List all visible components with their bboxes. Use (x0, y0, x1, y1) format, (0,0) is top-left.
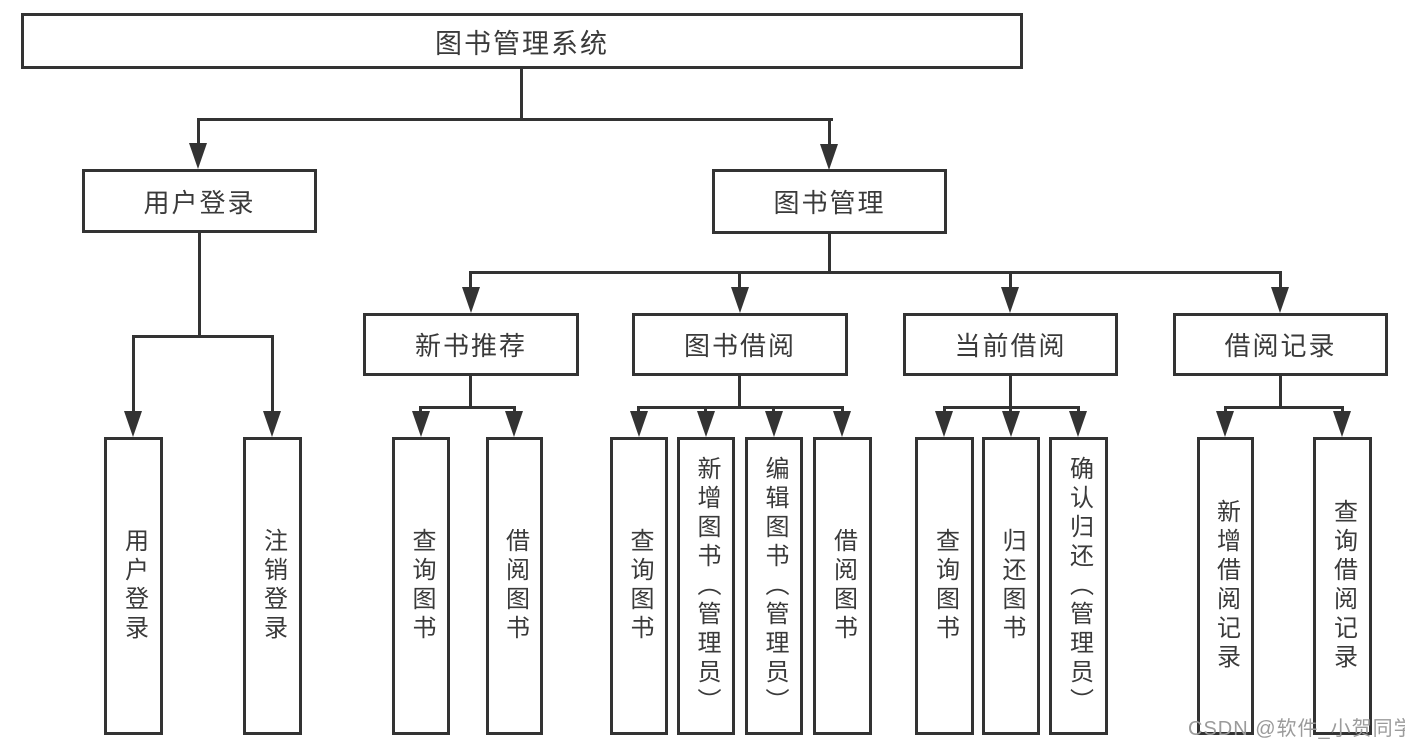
arrowhead-borrowing-records (1271, 287, 1289, 313)
arrowhead-current-borrowing (1001, 287, 1019, 313)
connector-current-borrowing-stem (1009, 375, 1012, 409)
arrowhead-query-books-borrowing (630, 411, 648, 437)
leaf-add-borrow-record-label: 新增借阅记录 (1212, 499, 1240, 673)
arrowhead-borrow-books-recommend (505, 411, 523, 437)
connector-new-book-rail (419, 406, 516, 409)
connector-drop-current-borrowing (1009, 271, 1012, 289)
node-root-label: 图书管理系统 (435, 28, 609, 59)
connector-new-book-stem (469, 375, 472, 409)
node-current-borrowing: 当前借阅 (903, 313, 1118, 376)
arrowhead-confirm-return-admin (1069, 411, 1087, 437)
leaf-user-login: 用户登录 (104, 437, 163, 735)
node-book-management-label: 图书管理 (773, 188, 886, 218)
connector-drop (704, 406, 707, 414)
arrowhead-query-books-current (935, 411, 953, 437)
leaf-edit-book-admin-label: 编辑图书（管理员） (761, 455, 788, 717)
leaf-query-borrow-record-label: 查询借阅记录 (1329, 499, 1357, 673)
connector-drop (772, 406, 775, 414)
leaf-confirm-return-admin: 确认归还（管理员） (1049, 437, 1108, 735)
connector-drop (841, 406, 844, 414)
node-book-borrowing: 图书借阅 (632, 313, 848, 376)
connector-drop (419, 406, 422, 414)
connector-book-borrowing-rail (637, 406, 844, 409)
node-book-borrowing-label: 图书借阅 (683, 331, 796, 361)
leaf-query-books-recommend: 查询图书 (392, 437, 450, 735)
connector-drop-leaf-login (132, 335, 135, 415)
arrowhead-borrow-books-borrowing (833, 411, 851, 437)
leaf-borrow-books-recommend: 借阅图书 (486, 437, 543, 735)
arrowhead-book-management (820, 144, 838, 170)
connector-drop (1077, 406, 1080, 414)
connector-drop (1009, 406, 1012, 414)
connector-drop (637, 406, 640, 414)
node-user-login: 用户登录 (82, 169, 317, 233)
connector-borrowing-records-stem (1279, 375, 1282, 409)
arrowhead-leaf-login (124, 411, 142, 437)
node-book-management: 图书管理 (712, 169, 947, 234)
connector-user-login-rail (132, 335, 274, 338)
leaf-return-book: 归还图书 (982, 437, 1040, 735)
connector-user-login-stem (198, 233, 201, 338)
connector-drop-borrowing-records (1279, 271, 1282, 289)
connector-drop (1341, 406, 1344, 414)
arrowhead-edit-book-admin (765, 411, 783, 437)
arrowhead-return-book (1002, 411, 1020, 437)
connector-drop (513, 406, 516, 414)
connector-book-management-stem (828, 234, 831, 274)
arrowhead-query-borrow-record (1333, 411, 1351, 437)
leaf-query-borrow-record: 查询借阅记录 (1313, 437, 1372, 735)
node-root: 图书管理系统 (21, 13, 1023, 69)
connector-drop-leaf-logout (271, 335, 274, 415)
connector-drop (1224, 406, 1227, 414)
arrowhead-add-borrow-record (1216, 411, 1234, 437)
connector-book-borrowing-stem (738, 375, 741, 409)
connector-root-rail (197, 118, 833, 121)
leaf-query-books-borrowing: 查询图书 (610, 437, 668, 735)
node-borrowing-records-label: 借阅记录 (1224, 331, 1337, 361)
leaf-logout: 注销登录 (243, 437, 302, 735)
arrowhead-add-book-admin (697, 411, 715, 437)
node-current-borrowing-label: 当前借阅 (954, 331, 1067, 361)
arrowhead-new-book (462, 287, 480, 313)
leaf-add-borrow-record: 新增借阅记录 (1197, 437, 1254, 735)
leaf-confirm-return-admin-label: 确认归还（管理员） (1065, 455, 1093, 717)
connector-drop (943, 406, 946, 414)
arrowhead-book-borrowing (731, 287, 749, 313)
leaf-query-books-borrowing-label: 查询图书 (626, 528, 653, 644)
node-borrowing-records: 借阅记录 (1173, 313, 1388, 376)
arrowhead-leaf-logout (263, 411, 281, 437)
leaf-query-books-current-label: 查询图书 (931, 528, 959, 644)
node-new-book-recommendation: 新书推荐 (363, 313, 579, 376)
node-user-login-label: 用户登录 (143, 187, 256, 218)
leaf-logout-label: 注销登录 (259, 528, 287, 644)
leaf-return-book-label: 归还图书 (998, 528, 1025, 644)
arrowhead-user-login (189, 143, 207, 169)
watermark-text: CSDN @软件_小贺同学 (1188, 718, 1405, 740)
arrowhead-query-books-recommend (412, 411, 430, 437)
connector-borrowing-records-rail (1224, 406, 1344, 409)
connector-drop-book-borrowing (738, 271, 741, 289)
leaf-borrow-books-recommend-label: 借阅图书 (501, 528, 529, 644)
leaf-query-books-current: 查询图书 (915, 437, 974, 735)
connector-drop-new-book (469, 271, 472, 289)
leaf-edit-book-admin: 编辑图书（管理员） (745, 437, 803, 735)
connector-root-stem (520, 67, 523, 120)
connector-drop-book-management (828, 118, 831, 146)
leaf-borrow-books-borrowing: 借阅图书 (813, 437, 872, 735)
leaf-add-book-admin-label: 新增图书（管理员） (693, 455, 720, 717)
connector-book-management-rail (469, 271, 1282, 274)
leaf-query-books-recommend-label: 查询图书 (408, 528, 435, 644)
leaf-user-login-label: 用户登录 (120, 528, 148, 644)
connector-drop-user-login (197, 118, 200, 146)
node-new-book-recommendation-label: 新书推荐 (414, 331, 527, 361)
leaf-borrow-books-borrowing-label: 借阅图书 (829, 528, 857, 644)
leaf-add-book-admin: 新增图书（管理员） (677, 437, 735, 735)
